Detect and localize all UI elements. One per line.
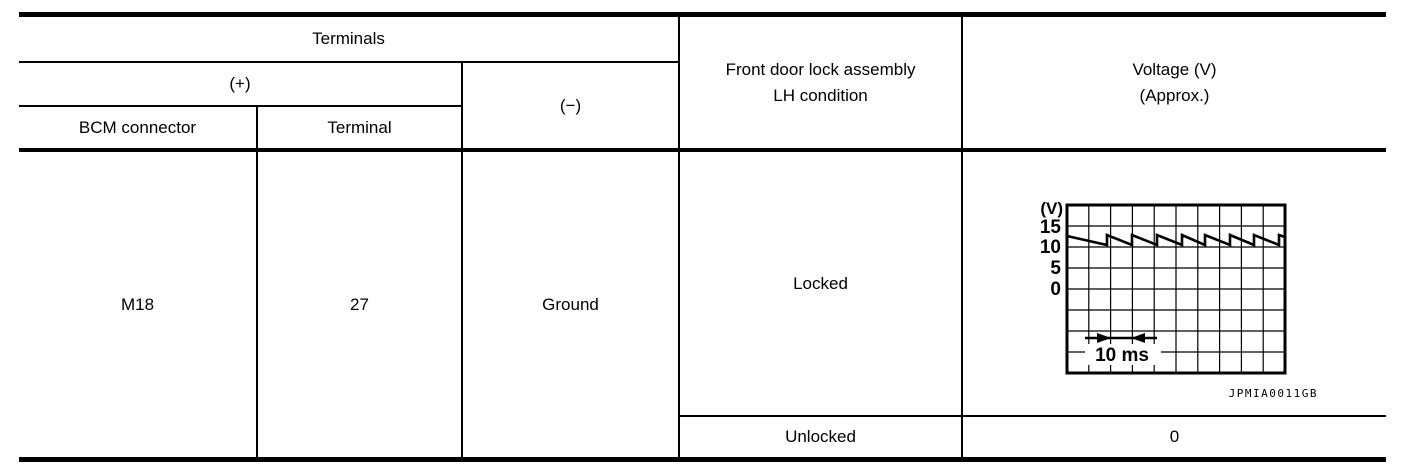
voltage-waveform-figure: (V) 15 10 5 0 bbox=[964, 152, 1386, 414]
header-condition-line1: Front door lock assembly bbox=[725, 59, 916, 79]
terminal-voltage-table: Terminals Front door lock assembly LH co… bbox=[19, 12, 1387, 462]
terminal-value: 27 bbox=[350, 294, 369, 314]
header-plus: (+) bbox=[19, 62, 463, 107]
scope-tick-15: 15 bbox=[1040, 217, 1062, 238]
scope-tick-0: 0 bbox=[1050, 279, 1061, 300]
header-voltage-line2: (Approx.) bbox=[1139, 85, 1210, 105]
scope-time-label-backing bbox=[1085, 344, 1162, 365]
cell-condition-locked: Locked bbox=[678, 150, 964, 417]
header-bcm-connector: BCM connector bbox=[19, 106, 258, 152]
header-minus: (−) bbox=[460, 62, 681, 152]
figure-caption: JPMIA0011GB bbox=[1229, 387, 1318, 400]
oscilloscope-image: (V) 15 10 5 0 bbox=[1040, 199, 1318, 400]
cell-voltage-locked: (V) 15 10 5 0 bbox=[961, 150, 1387, 417]
scope-tick-5: 5 bbox=[1050, 258, 1061, 279]
unlocked-label: Unlocked bbox=[785, 427, 856, 446]
header-terminals-label: Terminals bbox=[312, 29, 385, 48]
ground-value: Ground bbox=[542, 294, 599, 314]
locked-label: Locked bbox=[793, 273, 848, 293]
cell-ground: Ground bbox=[460, 150, 681, 460]
scope-tick-10: 10 bbox=[1040, 237, 1061, 258]
scope-time-arrow bbox=[1085, 333, 1158, 343]
scope-waveform bbox=[1066, 233, 1286, 247]
header-terminals: Terminals bbox=[19, 14, 681, 63]
cell-bcm-connector: M18 bbox=[19, 150, 258, 460]
header-bcm-connector-label: BCM connector bbox=[78, 117, 197, 137]
scope-v-axis-label: (V) bbox=[1040, 199, 1063, 218]
bcm-connector-value: M18 bbox=[120, 294, 155, 314]
header-voltage-line1: Voltage (V) bbox=[1132, 59, 1217, 79]
header-terminal-label: Terminal bbox=[327, 117, 392, 137]
header-condition-line2: LH condition bbox=[773, 85, 868, 105]
scope-grid-border bbox=[1065, 203, 1287, 375]
scope-time-label: 10 ms bbox=[1095, 345, 1149, 366]
cell-voltage-unlocked: 0 bbox=[961, 416, 1387, 460]
unlocked-voltage-value: 0 bbox=[1169, 427, 1180, 446]
cell-condition-unlocked: Unlocked bbox=[678, 416, 964, 460]
header-minus-label: (−) bbox=[559, 95, 582, 115]
header-terminal: Terminal bbox=[256, 106, 463, 152]
header-plus-label: (+) bbox=[229, 74, 251, 93]
header-condition: Front door lock assembly LH condition bbox=[678, 14, 964, 152]
scope-grid bbox=[1067, 205, 1286, 373]
header-voltage: Voltage (V) (Approx.) bbox=[961, 14, 1387, 152]
cell-terminal: 27 bbox=[256, 150, 463, 460]
